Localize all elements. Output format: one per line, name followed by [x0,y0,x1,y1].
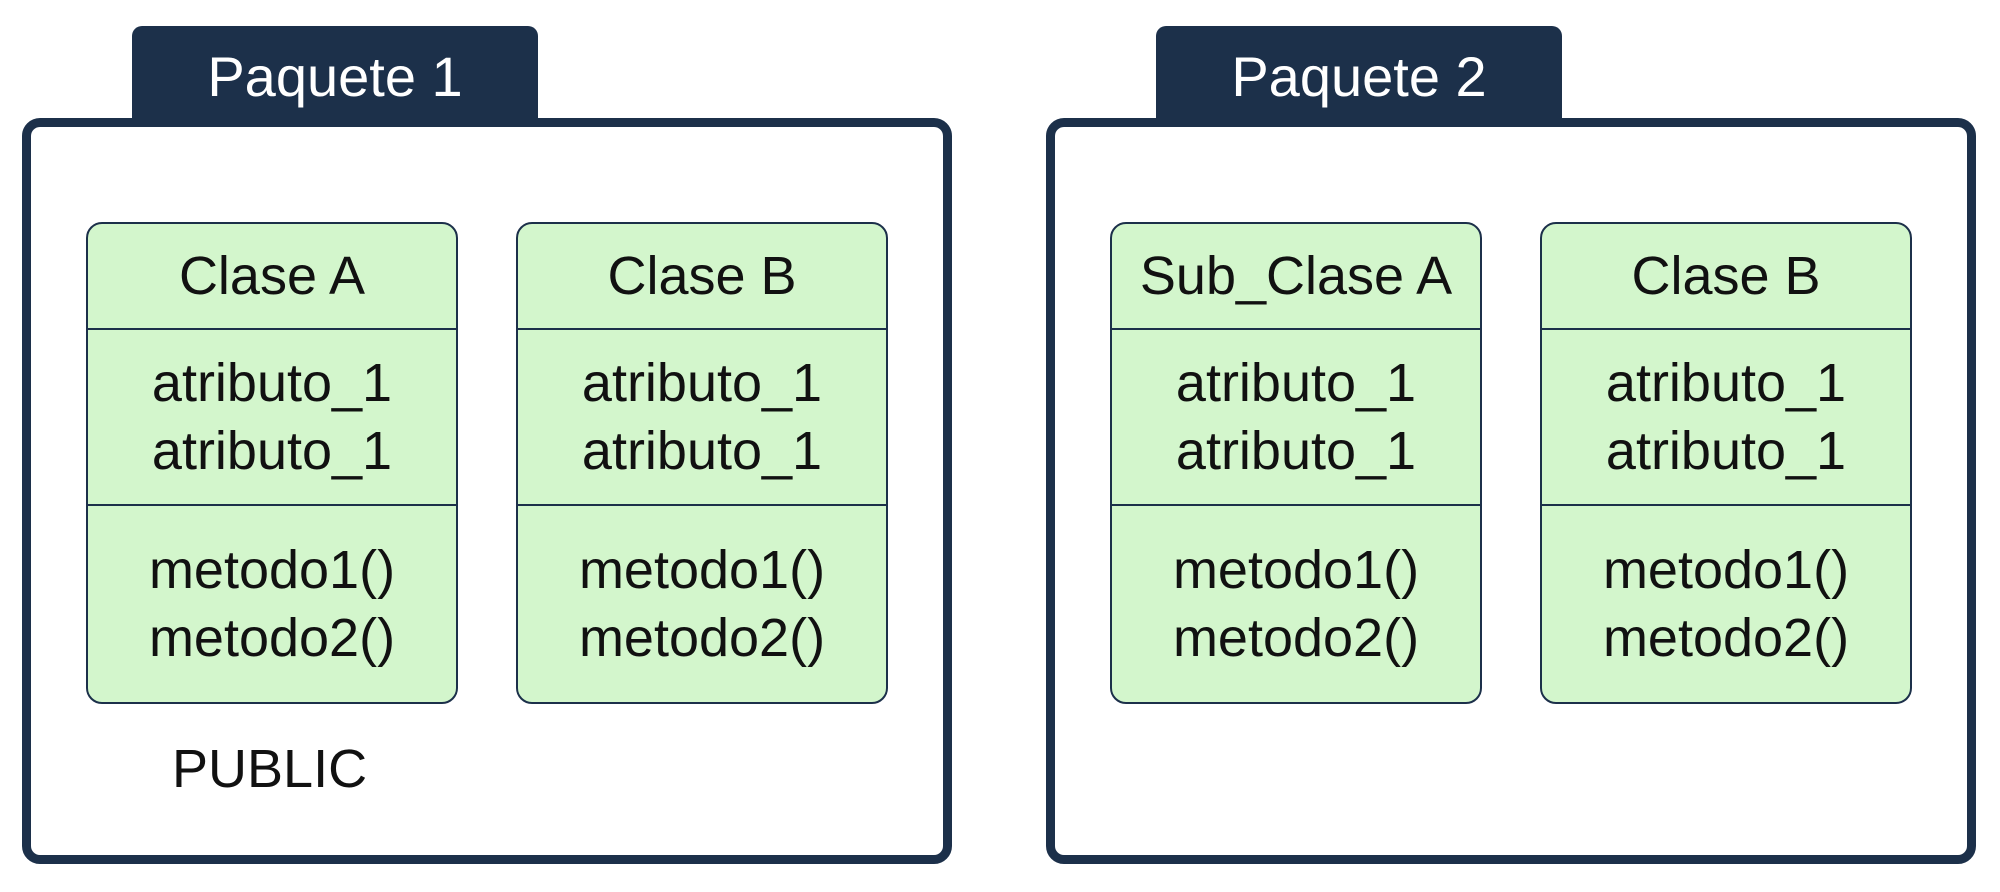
class-name: Clase A [88,224,456,330]
attribute: atributo_1 [1605,353,1847,413]
class-box-sub-clase-a: Sub_Clase A atributo_1 atributo_1 metodo… [1110,222,1482,704]
package-2-title: Paquete 2 [1231,44,1487,108]
class-name: Clase B [518,224,886,330]
package-2-tab: Paquete 2 [1156,26,1562,126]
class-attributes: atributo_1 atributo_1 [1542,330,1910,506]
method: metodo1() [1602,540,1850,600]
class-attributes: atributo_1 atributo_1 [518,330,886,506]
method: metodo1() [578,540,826,600]
class-methods: metodo1() metodo2() [88,506,456,702]
method: metodo2() [148,608,396,668]
attribute: atributo_1 [1605,421,1847,481]
class-name: Clase B [1542,224,1910,330]
method: metodo2() [1172,608,1420,668]
visibility-label: PUBLIC [172,739,368,799]
class-attributes: atributo_1 atributo_1 [1112,330,1480,506]
attribute: atributo_1 [151,421,393,481]
class-methods: metodo1() metodo2() [1542,506,1910,702]
method: metodo1() [1172,540,1420,600]
class-methods: metodo1() metodo2() [518,506,886,702]
attribute: atributo_1 [1175,353,1417,413]
method: metodo1() [148,540,396,600]
class-box-clase-a: Clase A atributo_1 atributo_1 metodo1() … [86,222,458,704]
method: metodo2() [1602,608,1850,668]
class-methods: metodo1() metodo2() [1112,506,1480,702]
attribute: atributo_1 [581,353,823,413]
class-name: Sub_Clase A [1112,224,1480,330]
attribute: atributo_1 [151,353,393,413]
package-1-title: Paquete 1 [207,44,463,108]
attribute: atributo_1 [581,421,823,481]
attribute: atributo_1 [1175,421,1417,481]
class-box-clase-b-2: Clase B atributo_1 atributo_1 metodo1() … [1540,222,1912,704]
class-box-clase-b: Clase B atributo_1 atributo_1 metodo1() … [516,222,888,704]
class-attributes: atributo_1 atributo_1 [88,330,456,506]
package-1-tab: Paquete 1 [132,26,538,126]
method: metodo2() [578,608,826,668]
